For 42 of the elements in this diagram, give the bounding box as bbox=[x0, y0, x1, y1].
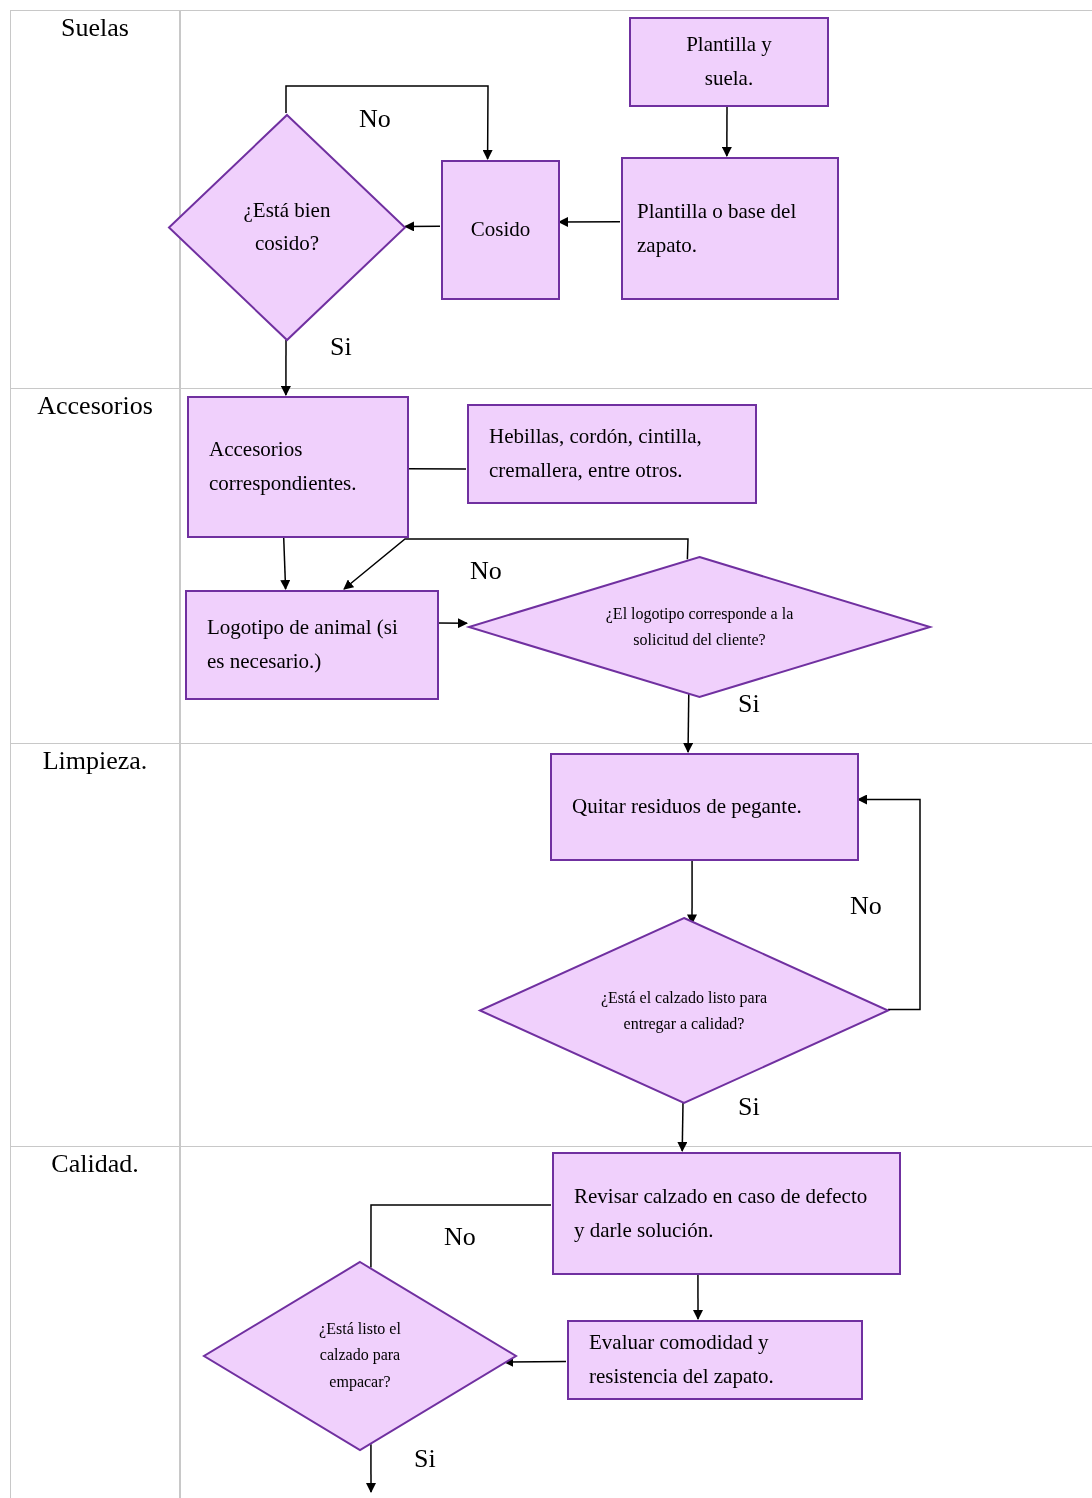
lane-heading: Limpieza. bbox=[41, 746, 149, 776]
process-box bbox=[552, 1152, 901, 1275]
process-box bbox=[441, 160, 560, 300]
swimlane-row bbox=[10, 388, 1092, 743]
process-box bbox=[185, 590, 439, 700]
decision-text: ¿El logotipo corresponde a la solicitud del cliente? bbox=[604, 603, 795, 650]
connector-line bbox=[370, 1204, 552, 1269]
arrow bbox=[721, 105, 732, 157]
decision-text: ¿Está el calzado listo para entregar a calidad? bbox=[599, 987, 769, 1035]
arrow bbox=[693, 1273, 703, 1320]
process-text: Accesorios correspondientes. bbox=[209, 436, 358, 497]
process-text: Cosido bbox=[470, 216, 531, 244]
process-text: Evaluar comodidad y resistencia del zapato. bbox=[589, 1329, 775, 1390]
process-box bbox=[629, 17, 829, 107]
swimlane-row bbox=[10, 10, 1092, 388]
arrow bbox=[677, 1102, 688, 1152]
process-text: Plantilla o base del zapato. bbox=[637, 197, 798, 259]
process-box bbox=[567, 1320, 863, 1400]
decision-text: ¿Está bien cosido? bbox=[242, 196, 332, 258]
lane-heading: Calidad. bbox=[50, 1149, 140, 1179]
process-text: Quitar residuos de pegante. bbox=[572, 793, 802, 821]
process-box bbox=[621, 157, 839, 300]
lane-heading: Suelas bbox=[60, 13, 130, 43]
arrow bbox=[683, 692, 694, 753]
process-text: Hebillas, cordón, cintilla, cremallera, entre otros. bbox=[489, 423, 703, 484]
process-box bbox=[187, 396, 409, 538]
process-box bbox=[550, 753, 859, 861]
decision-text: ¿Está listo el calzado para empacar? bbox=[318, 1319, 402, 1393]
arrow bbox=[366, 1443, 376, 1493]
arrow bbox=[280, 339, 291, 396]
arrow bbox=[280, 536, 291, 590]
process-text: Logotipo de animal (si es necesario.) bbox=[207, 614, 399, 675]
arrow bbox=[343, 538, 689, 590]
arrow bbox=[285, 85, 493, 160]
arrow bbox=[503, 1356, 567, 1367]
arrow bbox=[404, 221, 441, 232]
swimlane-row bbox=[10, 743, 1092, 1146]
swimlane-row bbox=[10, 1146, 1092, 1498]
process-box bbox=[467, 404, 757, 504]
lane-heading: Accesorios bbox=[36, 391, 154, 421]
process-text: Plantilla y suela. bbox=[685, 31, 773, 92]
process-text: Revisar calzado en caso de defecto y darle solución. bbox=[574, 1182, 869, 1244]
